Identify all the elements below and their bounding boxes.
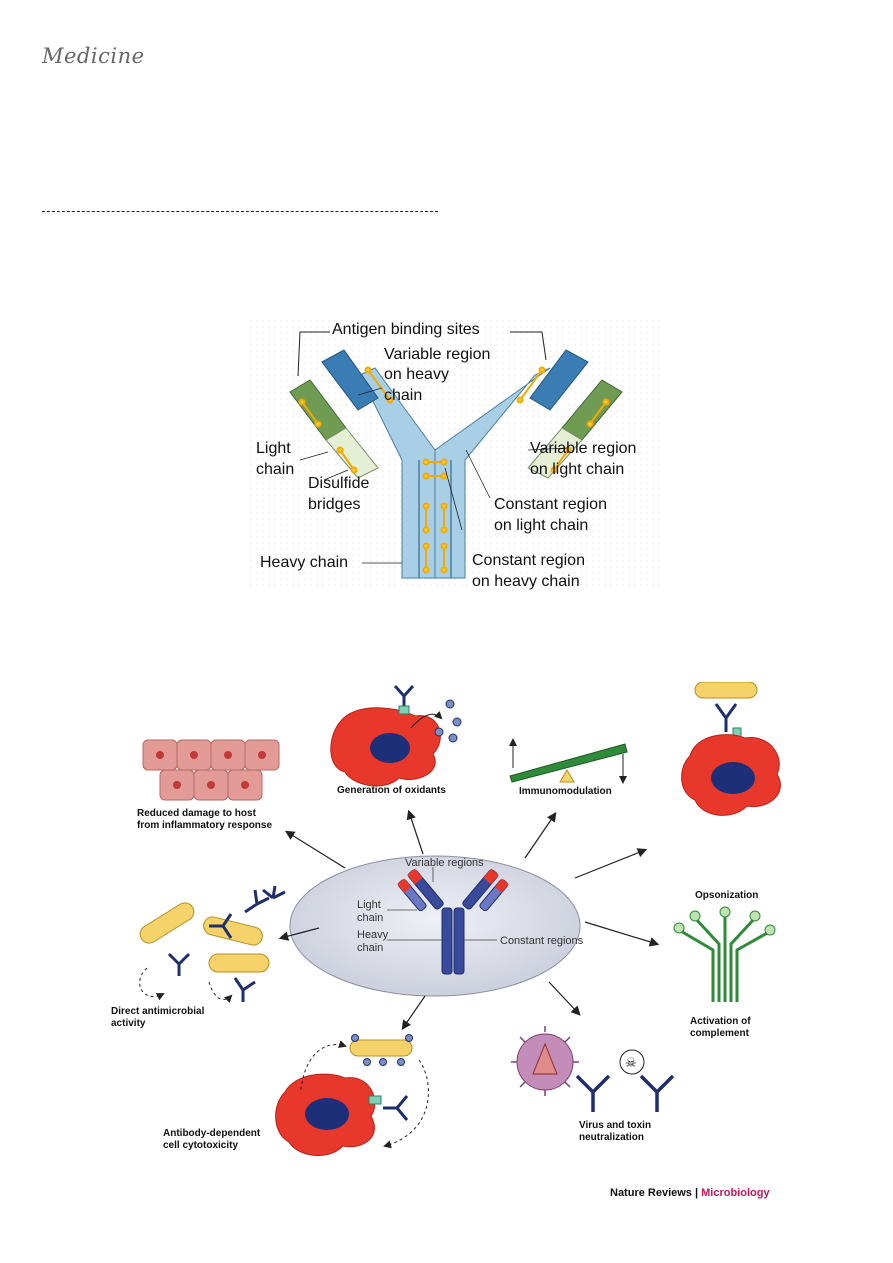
virus-core <box>532 1042 558 1075</box>
disulfide-bridges <box>298 366 610 574</box>
adcc-antibody <box>383 1095 409 1121</box>
label-antigen-binding-sites: Antigen binding sites <box>332 321 480 338</box>
center-light-1: Light <box>357 899 381 911</box>
label-opsonization: Opsonization <box>695 890 758 901</box>
label-complement-1: Activation of <box>690 1016 751 1027</box>
leader-lines <box>299 387 569 564</box>
center-heavy-1: Heavy <box>357 929 389 941</box>
antimicrobial-dash-1 <box>139 967 165 1001</box>
label-disulfide-1: Disulfide <box>308 475 369 492</box>
receptor-adcc <box>368 1095 382 1105</box>
variable-heavy-right <box>529 349 589 411</box>
center-ellipse <box>289 855 581 997</box>
antibody-structure-figure: Antigen binding sites Variable region on… <box>250 320 660 590</box>
label-constant-light-2: on light chain <box>494 517 588 534</box>
label-disulfide-2: bridges <box>308 496 360 513</box>
light-constant-left <box>325 427 379 479</box>
antibody-functions-figure: Variable regions Light chain Heavy chain… <box>111 682 781 1199</box>
label-reduced-damage-1: Reduced damage to host <box>137 808 257 819</box>
receptor-oxidant <box>398 705 410 715</box>
label-constant-light-1: Constant region <box>494 496 607 513</box>
label-oxidants: Generation of oxidants <box>337 785 446 796</box>
label-variable-heavy-2: on heavy <box>384 366 449 383</box>
label-constant-heavy-2: on heavy chain <box>472 573 580 590</box>
page-header-title: Medicine <box>42 44 145 68</box>
credit-journal: Microbiology <box>701 1187 770 1199</box>
immunomodulation-seesaw <box>509 743 628 783</box>
seesaw-fulcrum <box>559 769 575 783</box>
central-antibody <box>397 868 509 975</box>
adcc-dash-2 <box>383 1059 429 1149</box>
label-reduced-damage-2: from inflammatory response <box>137 820 272 831</box>
label-complement-2: complement <box>690 1028 750 1039</box>
label-antimicrobial-1: Direct antimicrobial <box>111 1006 205 1017</box>
toxin-icon <box>619 1049 645 1075</box>
host-cell-nuclei <box>156 751 266 789</box>
center-constant-regions: Constant regions <box>500 935 584 947</box>
label-light-chain-2: chain <box>256 461 294 478</box>
adcc-target <box>349 1039 413 1057</box>
label-variable-heavy-3: chain <box>384 387 422 404</box>
oxidant-cell-nucleus <box>370 733 410 763</box>
light-constant-right <box>527 427 583 479</box>
host-tissue-cells <box>142 739 280 801</box>
oxidant-arrow <box>410 710 443 729</box>
label-adcc-1: Antibody-dependent <box>163 1128 261 1139</box>
label-variable-light-1: Variable region <box>530 440 636 457</box>
label-variable-light-2: on light chain <box>530 461 624 478</box>
label-heavy-chain: Heavy chain <box>260 554 348 571</box>
credit-source: Nature Reviews <box>610 1187 692 1199</box>
header-divider <box>42 211 438 212</box>
label-antimicrobial-2: activity <box>111 1018 146 1029</box>
function-arrows <box>278 809 660 1030</box>
label-light-chain-1: Light <box>256 440 291 457</box>
antigen-sites-bracket <box>297 331 547 377</box>
oxidant-particles <box>434 699 462 743</box>
credit-separator: | <box>692 1187 701 1199</box>
antimicrobial-dash-2 <box>208 981 233 1004</box>
opsonin-antibody <box>714 703 738 732</box>
skull-icon: ☠ <box>625 1055 637 1070</box>
label-neutralization-1: Virus and toxin <box>579 1120 651 1131</box>
complement-complex <box>678 914 770 1002</box>
label-adcc-2: cell cytotoxicity <box>163 1140 238 1151</box>
neutralizing-antibodies <box>575 1074 675 1112</box>
credit-line: Nature Reviews | Microbiology <box>610 1187 770 1199</box>
heavy-chain-shape <box>359 367 551 579</box>
effector-nucleus <box>305 1098 349 1130</box>
adcc-granules <box>351 1034 413 1066</box>
label-variable-heavy-1: Variable region <box>384 346 490 363</box>
phagocyte-nucleus <box>711 762 755 794</box>
label-immunomodulation: Immunomodulation <box>519 786 612 797</box>
complement-heads <box>673 906 776 936</box>
center-variable-regions: Variable regions <box>405 857 484 869</box>
virus-spikes <box>511 1026 579 1096</box>
variable-heavy-left <box>321 349 379 411</box>
center-light-2: chain <box>357 912 383 924</box>
adcc-dash-1 <box>300 1040 347 1091</box>
label-constant-heavy-1: Constant region <box>472 552 585 569</box>
center-heavy-2: chain <box>357 942 383 954</box>
bacteria-group <box>139 902 270 973</box>
label-neutralization-2: neutralization <box>579 1132 644 1143</box>
center-leader-lines <box>387 867 497 941</box>
opsonized-bacterium <box>694 682 758 699</box>
antimicrobial-antibodies <box>167 885 286 1002</box>
